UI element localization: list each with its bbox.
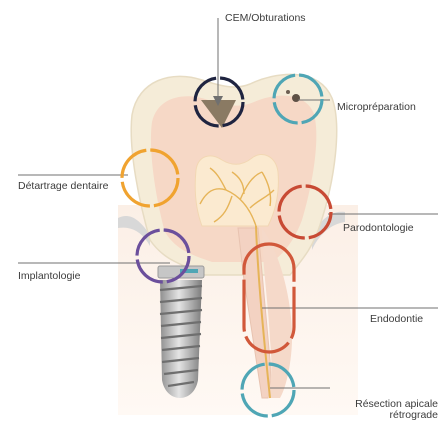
label-parodontologie: Parodontologie <box>343 222 414 234</box>
implant <box>158 266 204 398</box>
cavity-dot-small <box>286 90 290 94</box>
cavity-dot <box>292 94 300 102</box>
label-resection-line2: rétrograde <box>320 409 438 421</box>
label-implantologie: Implantologie <box>18 270 80 282</box>
label-cem-obturations: CEM/Obturations <box>225 12 306 24</box>
label-endodontie: Endodontie <box>370 313 423 325</box>
label-detartrage: Détartrage dentaire <box>18 180 108 192</box>
pulp-chamber <box>195 154 278 226</box>
label-micropreparation: Micropréparation <box>337 101 416 113</box>
